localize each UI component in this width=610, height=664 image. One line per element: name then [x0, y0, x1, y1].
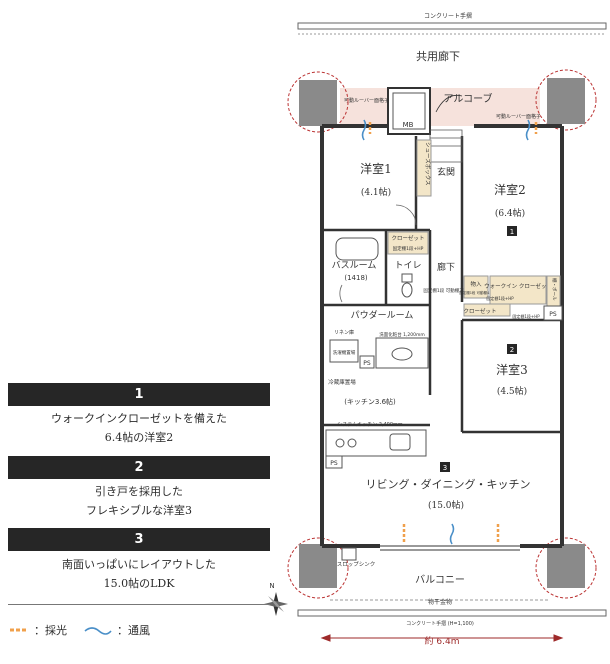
feature-3-text: 南面いっぱいにレイアウトした 15.0帖のLDK — [8, 555, 270, 593]
column-bottom-right — [535, 537, 597, 599]
storage — [463, 275, 489, 299]
shelf-right-label: 棚・ポール — [551, 278, 558, 301]
top-rail — [297, 22, 607, 30]
mb-box — [387, 87, 431, 135]
feature-2-badge: 2 — [8, 456, 270, 479]
closet-shelf: 固定棚1段+HP — [393, 245, 424, 252]
balcony-label: バルコニー — [415, 574, 465, 586]
washer-label: 洗濯機置場 — [333, 349, 356, 356]
storage-label: 物入 — [470, 280, 482, 288]
feature-2-line-2: フレキシブルな洋室3 — [86, 504, 192, 517]
legend-divider — [8, 604, 270, 605]
width-dimension — [320, 634, 564, 642]
feature-3-badge: 3 — [8, 528, 270, 551]
feature-3-line-1: 南面いっぱいにレイアウトした — [62, 558, 216, 571]
feature-1-line-1: ウォークインクローゼットを備えた — [51, 412, 227, 425]
shoebox-label: シューズボックス — [424, 142, 432, 186]
feature-1-line-2: 6.4帖の洋室2 — [104, 431, 174, 444]
compass-n: N — [269, 582, 274, 590]
top-rail-label: コンクリート手摺 — [424, 12, 472, 20]
column-top-left — [287, 71, 349, 133]
badge-1-label: 1 — [510, 228, 514, 236]
legend: ：採光 ：通風 — [8, 622, 150, 638]
closet2-label: クローゼット — [463, 307, 496, 315]
mb-label: MB — [403, 121, 414, 129]
light-legend-label: ：採光 — [34, 624, 67, 637]
bathtub — [335, 237, 379, 261]
walk-in-closet — [489, 275, 547, 305]
column-bottom-left — [287, 537, 349, 599]
ldk-name: リビング・ダイニング・キッチン — [366, 477, 531, 491]
light-markers — [368, 122, 538, 544]
closet2-shelf: 固定棚1段+HP — [512, 313, 540, 319]
toilet-label: トイレ — [394, 261, 421, 271]
wind-markers — [361, 119, 531, 545]
badge-3 — [440, 462, 450, 472]
ps-powder: PS — [363, 360, 371, 367]
hall-label: 廊下 — [437, 261, 455, 273]
bath-size: (1418) — [344, 274, 368, 282]
ps-kitchen: PS — [330, 460, 338, 467]
louver-right-label: 可動ルーバー面格子 — [496, 113, 541, 120]
storage-shelf: 固定棚1段 可動棚4段 — [459, 290, 493, 295]
bath-label: バスルーム — [332, 260, 377, 271]
room3-name: 洋室3 — [496, 362, 528, 377]
wic-label: ウォークイン クローゼット — [484, 282, 552, 290]
ps-right: PS — [549, 311, 557, 318]
alcove-area — [340, 88, 540, 126]
toilet-fixture — [401, 273, 413, 283]
drying-label: 物干金物 — [428, 598, 452, 606]
room2-size: (6.4帖) — [495, 207, 525, 219]
louver-left-label: 可動ルーバー面格子 — [344, 97, 389, 104]
wic-shelf: 固定棚1段+HP — [486, 295, 514, 301]
feature-1-badge: 1 — [8, 383, 270, 406]
alcove-label: アルコーブ — [443, 92, 492, 105]
bottom-rail-label: コンクリート手摺 (H=1,100) — [406, 620, 474, 627]
feature-3-line-2: 15.0帖のLDK — [103, 577, 175, 590]
badge-1 — [507, 226, 517, 236]
column-top-right — [535, 69, 597, 131]
ldk-size: (15.0帖) — [428, 499, 464, 511]
feature-2-line-1: 引き戸を採用した — [95, 485, 183, 498]
feature-2-text: 引き戸を採用した フレキシブルな洋室3 — [8, 482, 270, 520]
wind-legend-label: ：通風 — [117, 624, 150, 637]
closet-room2 — [463, 303, 511, 317]
vanity-label: 洗面化粧台 1,200mm — [379, 331, 425, 338]
room1-size: (4.1帖) — [361, 186, 391, 198]
room3-size: (4.5帖) — [497, 385, 527, 397]
width-label: 約 6.4m — [425, 635, 460, 647]
closet-label: クローゼット — [391, 234, 424, 242]
kitchen-label: (キッチン3.6帖) — [344, 397, 396, 406]
corridor-label: 共用廊下 — [416, 49, 460, 63]
slop-sink-label: スロップシンク — [337, 561, 376, 568]
compass-icon — [264, 592, 288, 616]
washer-area — [329, 339, 359, 363]
bottom-rail — [297, 609, 607, 617]
fridge-label: 冷蔵庫置場 — [328, 378, 356, 386]
vanity — [375, 337, 429, 369]
closet-room1 — [387, 231, 429, 255]
feature-1-text: ウォークインクローゼットを備えた 6.4帖の洋室2 — [8, 409, 270, 447]
hall-shelf: 固定棚1段 可動棚3段 — [423, 287, 467, 294]
linen-label: リネン庫 — [334, 329, 354, 336]
light-legend-icon — [10, 628, 28, 632]
kitchen-counter — [325, 429, 427, 457]
entrance-label: 玄関 — [437, 166, 455, 178]
wind-legend-icon — [84, 627, 112, 635]
badge-2-label: 2 — [510, 346, 514, 354]
powder-label: パウダールーム — [351, 309, 414, 321]
badge-2 — [507, 344, 517, 354]
system-kitchen-label: システムキッチン 2,400mm — [337, 422, 403, 428]
room2-name: 洋室2 — [494, 182, 526, 197]
shoebox — [416, 139, 432, 197]
room1-name: 洋室1 — [360, 161, 392, 176]
badge-3-label: 3 — [443, 464, 447, 472]
